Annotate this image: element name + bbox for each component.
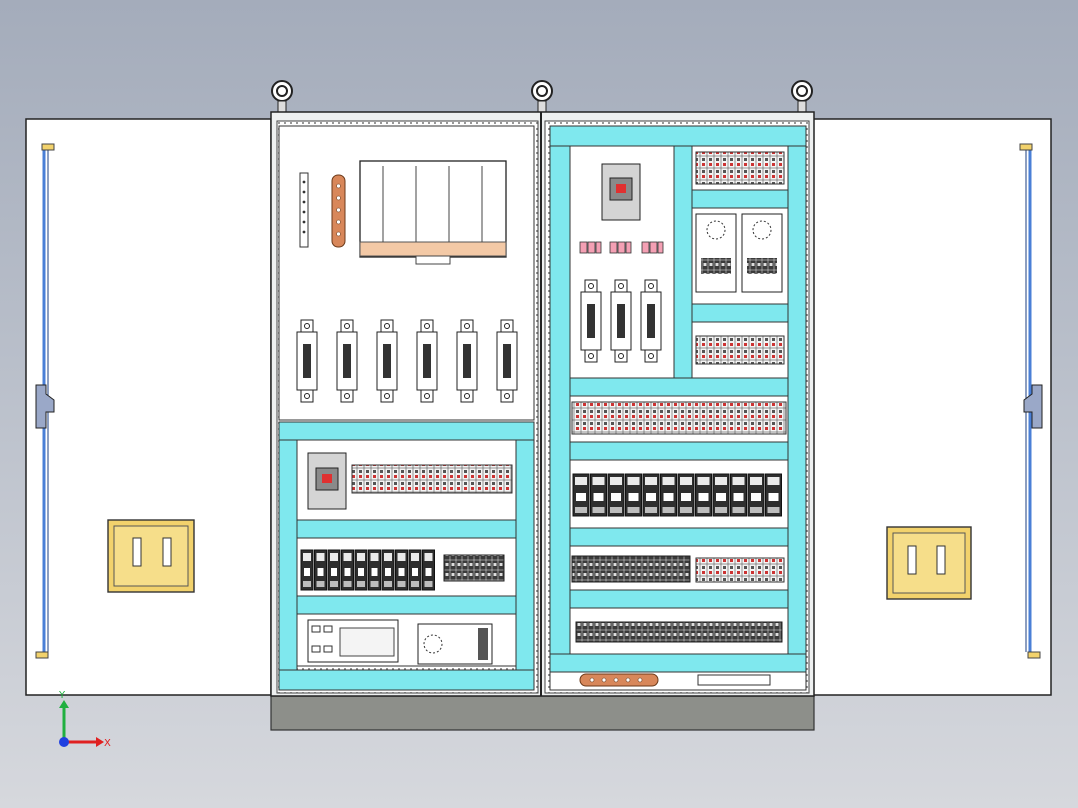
relay xyxy=(408,549,422,591)
relay xyxy=(300,549,314,591)
relay xyxy=(642,473,660,517)
relay xyxy=(368,549,381,591)
axis-triad: X Y xyxy=(58,690,111,749)
relay xyxy=(354,549,368,591)
relay xyxy=(695,473,712,517)
relay xyxy=(747,473,765,517)
relay xyxy=(381,549,395,591)
relay xyxy=(341,549,354,591)
relay xyxy=(730,473,747,517)
right-cabinet xyxy=(549,125,807,691)
fuse-holder xyxy=(640,279,662,363)
cabinet-plinth xyxy=(270,695,815,731)
relay xyxy=(677,473,695,517)
fuse-holder xyxy=(336,319,358,403)
fuse-holder xyxy=(610,279,632,363)
fuse-holder xyxy=(376,319,398,403)
fuse-holder xyxy=(416,319,438,403)
relay xyxy=(660,473,677,517)
relay xyxy=(327,549,341,591)
fuse-holder xyxy=(580,279,602,363)
fuse-holders-right xyxy=(580,279,662,363)
relays-right xyxy=(572,473,782,517)
relay xyxy=(422,549,435,591)
x-axis-label: X xyxy=(104,738,111,749)
relay xyxy=(395,549,408,591)
relay xyxy=(314,549,327,591)
fuse-holders-left xyxy=(296,319,518,403)
relay xyxy=(712,473,730,517)
relay xyxy=(572,473,590,517)
relay xyxy=(590,473,607,517)
relay xyxy=(607,473,625,517)
fuse-holder xyxy=(496,319,518,403)
relay xyxy=(765,473,782,517)
relay xyxy=(625,473,642,517)
fuse-holder xyxy=(456,319,478,403)
left-door xyxy=(25,118,272,696)
left-cabinet xyxy=(278,125,535,691)
fuse-holder xyxy=(296,319,318,403)
y-axis-label: Y xyxy=(58,690,66,701)
relays-left xyxy=(300,549,435,591)
lifting-eyes xyxy=(271,80,813,113)
right-door xyxy=(811,118,1052,696)
